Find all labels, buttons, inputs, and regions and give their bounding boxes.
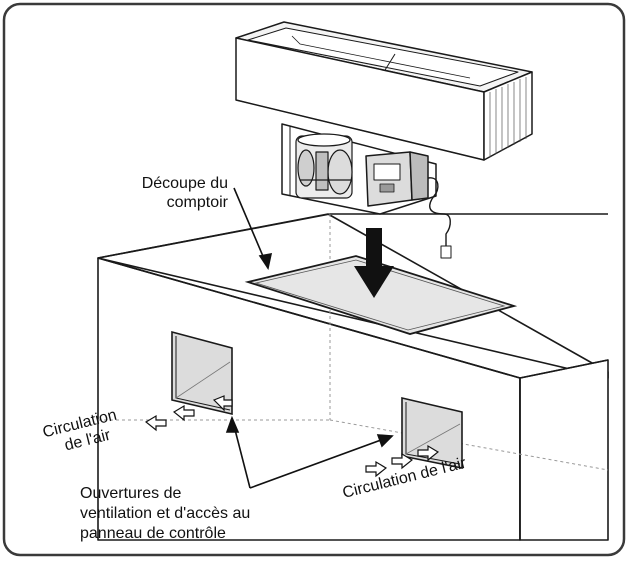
vent-opening-left [171,330,233,416]
air-arrow-right-1 [365,460,388,478]
vent-leader-right [249,435,393,489]
unit-side-ribs [489,77,527,157]
vent-label-line2: ventilation et d'accès au [80,505,250,522]
cutout-leader [233,187,269,269]
hidden-edges [98,214,609,471]
insertion-arrow [354,228,394,298]
air-arrow-right-3 [417,444,440,462]
vent-opening-right [401,396,463,469]
airflow-arrows-right [365,444,440,478]
countertop-cutout-inner [254,259,506,331]
air-arrow-left-2 [172,404,195,422]
airflow-arrows-left [144,395,233,432]
compressor [295,133,353,199]
counter-right-face [519,359,609,541]
air-arrow-right-2 [391,452,414,470]
control-box [365,151,429,207]
cutout-label-line1: Découpe du [142,175,228,192]
vent-label-line3: panneau de contrôle [80,525,226,542]
vent-label-line1: Ouvertures de [80,485,181,502]
power-cord [427,177,451,252]
drop-in-unit [235,21,533,259]
countertop-cutout [244,255,518,335]
air-arrow-left-3 [144,414,167,432]
cutout-label-line2: comptoir [167,194,229,211]
leader-lines [225,187,394,489]
air-arrow-left-1 [212,395,233,412]
